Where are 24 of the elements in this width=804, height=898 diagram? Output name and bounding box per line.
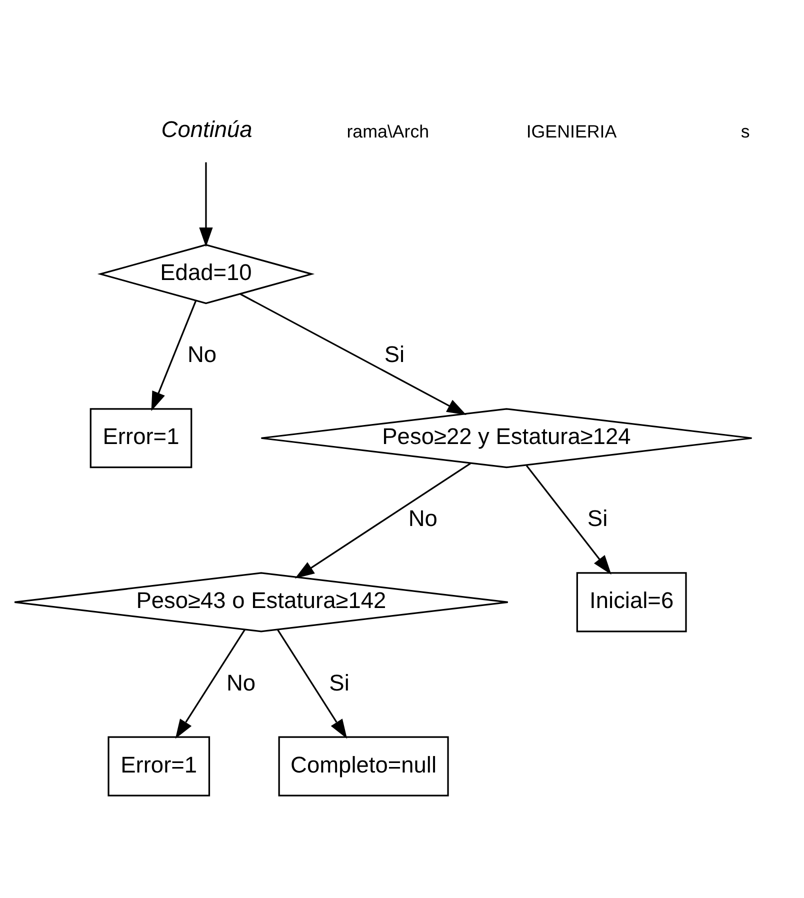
arrow [199, 162, 213, 246]
node-diamond: Edad=10 [97, 243, 315, 304]
node-box: Error=1 [108, 736, 210, 796]
edge-label: No [226, 668, 256, 695]
node-box: Inicial=6 [576, 572, 687, 632]
arrow [276, 628, 348, 738]
edge-label: No [187, 340, 217, 367]
edge-label: Si [587, 504, 608, 531]
edge-label: No [408, 504, 438, 531]
node-box: Error=1 [90, 408, 192, 468]
arrow [294, 462, 472, 578]
edge-label: Si [329, 668, 350, 695]
edge-label: Si [384, 340, 405, 367]
node-text: Continúa [161, 116, 252, 142]
node-box: Completo=null [278, 736, 449, 796]
arrow [240, 292, 466, 415]
label: rama\Arch [346, 120, 430, 141]
label: s [740, 120, 750, 141]
arrow [175, 628, 246, 738]
node-diamond: Peso≥22 y Estatura≥124 [260, 408, 753, 468]
arrow [151, 300, 197, 411]
label: IGENIERIA [526, 120, 617, 141]
arrow [526, 464, 612, 574]
node-diamond: Peso≥43 o Estatura≥142 [14, 572, 509, 632]
